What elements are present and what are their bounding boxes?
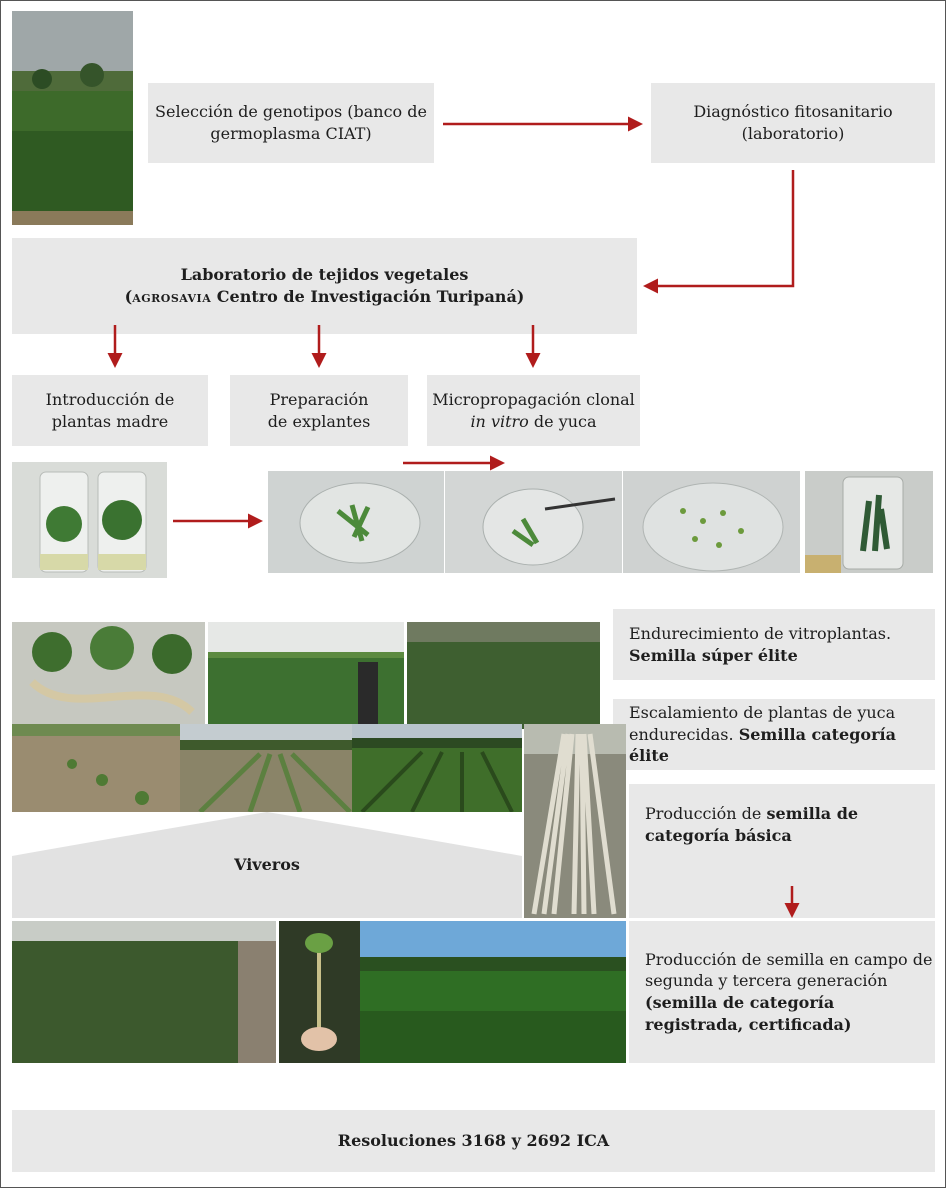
seleccion-label: Selección de genotipos (banco de germopl…: [155, 102, 427, 143]
preparacion-label: Preparación de explantes: [267, 389, 371, 431]
endurecimiento-node: Endurecimiento de vitroplantas. Semilla …: [613, 609, 935, 680]
laboratorio-subtitle: (AGROSAVIA Centro de Investigación Turip…: [124, 287, 525, 306]
diagnostico-label: Diagnóstico fitosanitario (laboratorio): [693, 102, 893, 143]
nursery-rows-photo: [12, 724, 180, 812]
escalamiento-label: Escalamiento de plantas de yuca endureci…: [629, 703, 896, 766]
stem-stakes-photo: [524, 724, 626, 918]
plantlets-bundle-photo: [12, 622, 205, 729]
basica-node: Producción de semilla de categoría básic…: [629, 784, 935, 918]
hand-sprout-photo: [279, 921, 360, 1063]
laboratorio-title: Laboratorio de tejidos vegetales: [180, 265, 469, 285]
petri-dish-forceps-photo: [445, 471, 622, 573]
preparacion-node: Preparación de explantes: [230, 375, 408, 446]
nursery-trays-photo: [12, 921, 276, 1063]
in-vitro-plantlets-photo: [805, 471, 933, 573]
resoluciones-node: Resoluciones 3168 y 2692 ICA: [12, 1110, 935, 1172]
seleccion-node: Selección de genotipos (banco de germopl…: [148, 83, 434, 163]
viveros-shape: [12, 812, 522, 918]
cassava-plantation-photo: [360, 921, 626, 1063]
laboratorio-node: Laboratorio de tejidos vegetales (AGROSA…: [12, 238, 637, 334]
cassava-field-photo: [12, 11, 133, 225]
petri-dish-explants-photo: [268, 471, 444, 573]
introduccion-node: Introducción de plantas madre: [12, 375, 208, 446]
cassava-crop-photo: [352, 724, 522, 812]
basica-label: Producción de semilla de categoría básic…: [645, 804, 859, 845]
campo-label: Producción de semilla en campo de segund…: [645, 949, 933, 1034]
micropropagacion-node: Micropropagación clonal in vitro de yuca: [427, 375, 640, 446]
viveros-label: Viveros: [234, 855, 300, 875]
micropropagacion-label: Micropropagación clonal in vitro de yuca: [432, 389, 635, 431]
field-rows-photo: [180, 724, 352, 812]
greenhouse-trays-photo: [208, 622, 404, 729]
agrosavia-label: AGROSAVIA: [132, 287, 212, 306]
viveros-node: Viveros: [12, 812, 522, 918]
endurecimiento-label: Endurecimiento de vitroplantas. Semilla …: [629, 623, 892, 665]
diagnostico-node: Diagnóstico fitosanitario (laboratorio): [651, 83, 935, 163]
escalamiento-node: Escalamiento de plantas de yuca endureci…: [613, 699, 935, 770]
campo-node: Producción de semilla en campo de segund…: [629, 921, 935, 1063]
vitro-jars-photo: [12, 462, 167, 578]
introduccion-label: Introducción de plantas madre: [45, 389, 175, 431]
petri-dish-buds-photo: [623, 471, 800, 573]
resoluciones-label: Resoluciones 3168 y 2692 ICA: [337, 1131, 610, 1151]
seedling-trays-photo: [407, 622, 600, 729]
